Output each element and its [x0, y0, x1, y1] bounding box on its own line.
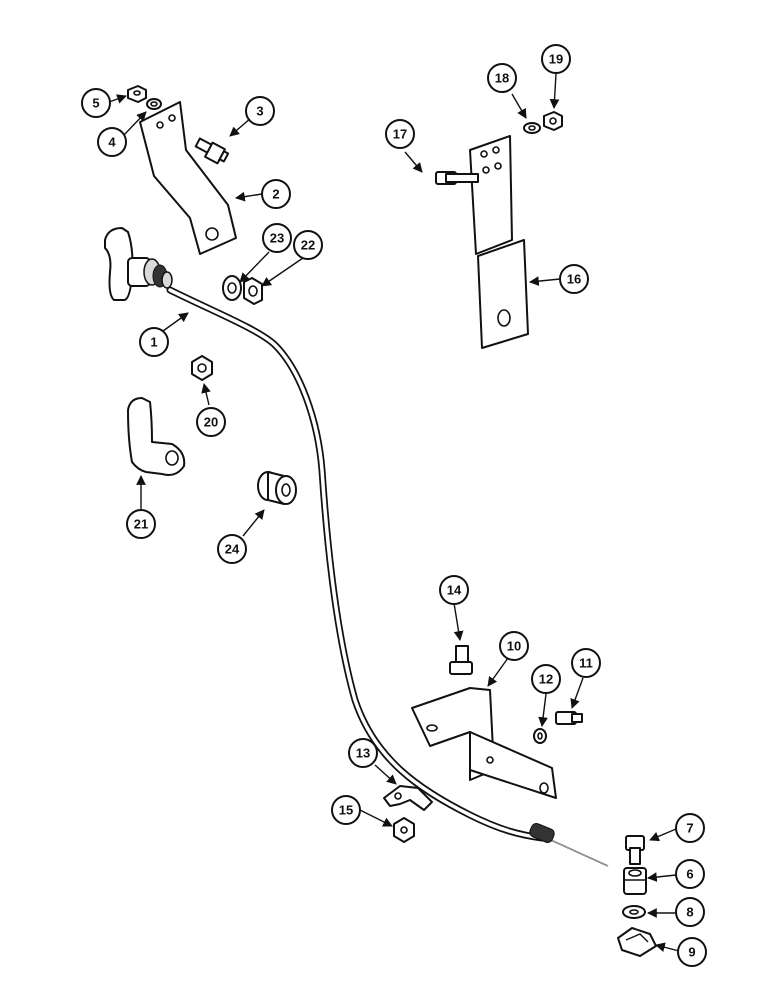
callout-23-label: 23 — [270, 231, 284, 246]
callout-22: 22 — [293, 230, 323, 260]
callout-13: 13 — [348, 738, 378, 768]
spring-clip-9 — [617, 927, 657, 957]
washer-18 — [523, 122, 541, 134]
callout-11-label: 11 — [579, 656, 593, 671]
bolt-3 — [194, 137, 230, 165]
callout-9: 9 — [677, 937, 707, 967]
callout-17: 17 — [385, 119, 415, 149]
callout-23: 23 — [262, 223, 292, 253]
callout-15: 15 — [331, 795, 361, 825]
callout-16: 16 — [559, 264, 589, 294]
callout-14-label: 14 — [447, 583, 462, 598]
callout-17-label: 17 — [393, 127, 407, 142]
nut-19 — [543, 111, 563, 131]
callout-9-label: 9 — [688, 945, 695, 960]
callout-12: 12 — [531, 664, 561, 694]
nut-5 — [127, 85, 147, 103]
callout-3-label: 3 — [256, 104, 263, 119]
callout-18-label: 18 — [495, 71, 509, 86]
callout-21-label: 21 — [134, 517, 148, 532]
callout-8-label: 8 — [686, 905, 693, 920]
leader-lines — [108, 73, 680, 952]
callout-15-label: 15 — [339, 803, 353, 818]
callout-6-label: 6 — [686, 867, 693, 882]
nut-15 — [393, 817, 415, 843]
callout-6: 6 — [675, 859, 705, 889]
t-handle — [104, 227, 173, 301]
control-cable — [166, 286, 609, 867]
callout-12-label: 12 — [539, 672, 553, 687]
nut-22 — [243, 277, 263, 305]
callout-1-label: 1 — [150, 335, 157, 350]
bolt-17 — [435, 171, 479, 185]
callout-24: 24 — [217, 534, 247, 564]
callout-5-label: 5 — [92, 96, 99, 111]
washer-4 — [146, 98, 162, 110]
callout-4: 4 — [97, 127, 127, 157]
callout-20-label: 20 — [204, 415, 218, 430]
washer-23 — [222, 275, 242, 301]
grommet-24 — [257, 471, 297, 505]
mounting-bracket-upper-left — [139, 101, 237, 255]
callout-3: 3 — [245, 96, 275, 126]
callout-22-label: 22 — [301, 238, 315, 253]
mounting-bracket-upper-right — [469, 135, 529, 349]
callout-11: 11 — [571, 648, 601, 678]
cable-clip-13 — [383, 785, 433, 811]
callout-10: 10 — [499, 631, 529, 661]
support-bracket-lower — [411, 687, 557, 799]
callout-19-label: 19 — [549, 52, 563, 67]
washer-8 — [622, 905, 646, 919]
callout-2-label: 2 — [272, 187, 279, 202]
callout-24-label: 24 — [225, 542, 240, 557]
washer-12 — [533, 728, 547, 744]
callout-14: 14 — [439, 575, 469, 605]
callout-20: 20 — [196, 407, 226, 437]
callout-18: 18 — [487, 63, 517, 93]
nut-20 — [191, 355, 213, 381]
callout-4-label: 4 — [108, 135, 116, 150]
swivel-connector-6 — [623, 867, 647, 895]
callout-16-label: 16 — [567, 272, 581, 287]
callout-13-label: 13 — [356, 746, 370, 761]
callout-19: 19 — [541, 44, 571, 74]
callout-8: 8 — [675, 897, 705, 927]
callout-7: 7 — [675, 813, 705, 843]
callout-5: 5 — [81, 88, 111, 118]
callout-7-label: 7 — [686, 821, 693, 836]
callout-10-label: 10 — [507, 639, 521, 654]
callout-1: 1 — [139, 327, 169, 357]
bolt-11 — [555, 711, 583, 725]
callout-2: 2 — [261, 179, 291, 209]
callout-21: 21 — [126, 509, 156, 539]
t-handle-21 — [127, 397, 186, 476]
bolt-14 — [449, 645, 473, 675]
bolt-7 — [625, 835, 645, 865]
